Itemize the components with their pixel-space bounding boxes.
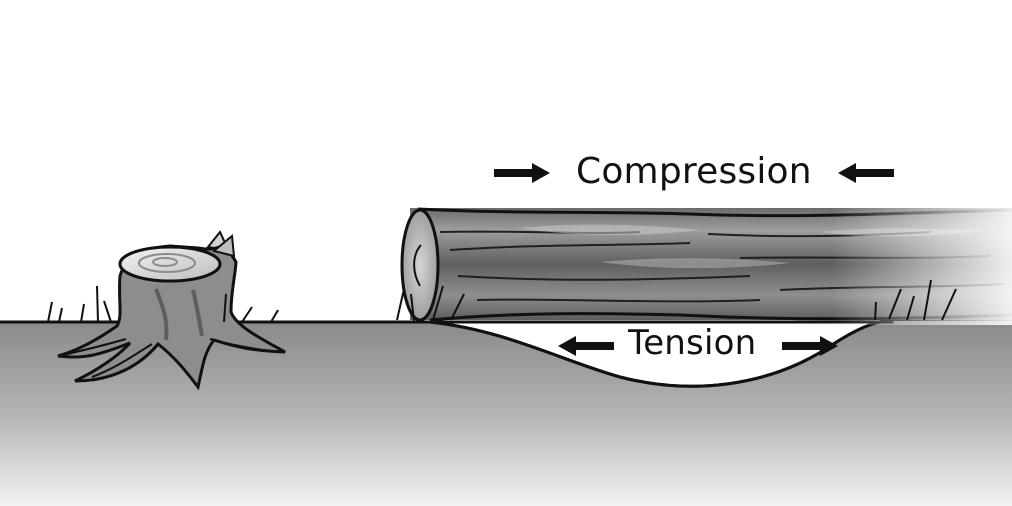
tension-label: Tension — [628, 323, 757, 363]
compression-label: Compression — [576, 151, 812, 192]
grass-under-log — [396, 279, 957, 322]
tension-arrows — [558, 336, 838, 356]
stump-root-left — [62, 338, 127, 356]
grass-left — [47, 285, 279, 323]
log — [400, 205, 1012, 325]
stump-top — [118, 245, 222, 283]
stump-splinter-2 — [211, 234, 236, 258]
stump-root-right — [209, 338, 281, 353]
stump-bark-shadow — [154, 288, 169, 341]
compression-right-arrow-icon — [838, 163, 894, 183]
compression-arrows — [494, 163, 894, 183]
compression-left-arrow-icon — [494, 163, 550, 183]
log-right-fade — [410, 205, 1012, 325]
stump-ring-2 — [152, 257, 178, 267]
stump-ring-1 — [138, 253, 196, 273]
stump-bark-shadow-2 — [191, 289, 204, 337]
ground-line — [0, 318, 1012, 388]
stump-root-mid — [91, 343, 153, 378]
tension-right-arrow-icon — [782, 336, 838, 356]
tension-left-arrow-icon — [558, 336, 614, 356]
tree-stump — [57, 230, 286, 391]
